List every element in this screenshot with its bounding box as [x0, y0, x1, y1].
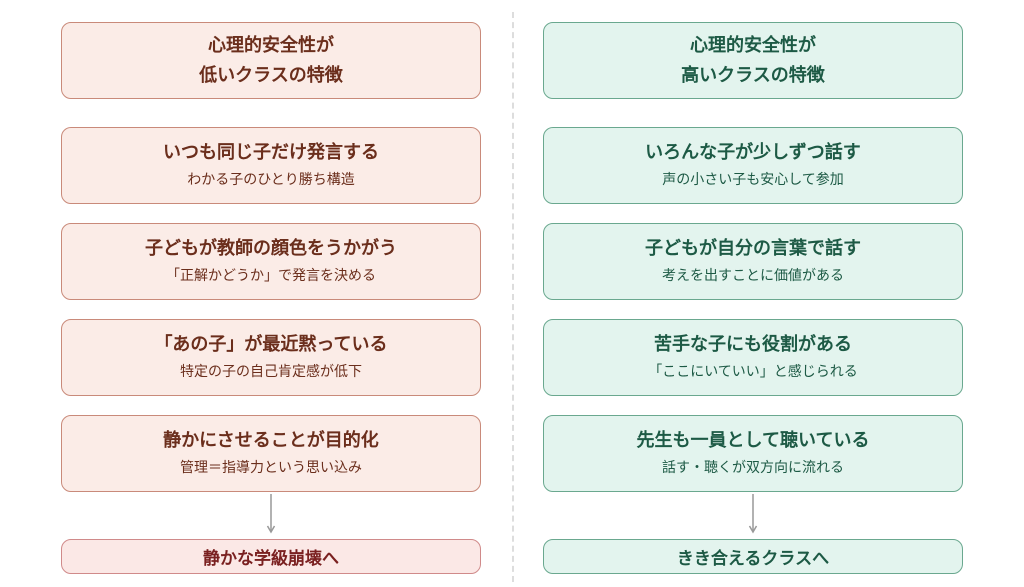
item-title: いろんな子が少しずつ話す: [645, 141, 861, 163]
left-header-line1: 心理的安全性が: [208, 34, 334, 56]
item-subtitle: 話す・聴くが双方向に流れる: [662, 459, 844, 476]
right-header: 心理的安全性が 高いクラスの特徴: [543, 22, 963, 99]
right-item: 子どもが自分の言葉で話す考えを出すことに価値がある: [543, 223, 963, 300]
right-item: いろんな子が少しずつ話す声の小さい子も安心して参加: [543, 127, 963, 204]
item-subtitle: 管理＝指導力という思い込み: [180, 459, 362, 476]
left-header-line2: 低いクラスの特徴: [199, 64, 343, 86]
item-subtitle: 「ここにいていい」と感じられる: [648, 363, 858, 380]
left-item: いつも同じ子だけ発言するわかる子のひとり勝ち構造: [61, 127, 481, 204]
right-item: 苦手な子にも役割がある「ここにいていい」と感じられる: [543, 319, 963, 396]
item-title: 「あの子」が最近黙っている: [154, 333, 388, 355]
column-divider: [512, 12, 514, 582]
item-subtitle: 特定の子の自己肯定感が低下: [180, 363, 362, 380]
item-title: いつも同じ子だけ発言する: [163, 141, 379, 163]
right-header-line2: 高いクラスの特徴: [681, 64, 825, 86]
item-title: 子どもが自分の言葉で話す: [645, 237, 861, 259]
right-item: 先生も一員として聴いている話す・聴くが双方向に流れる: [543, 415, 963, 492]
right-result: きき合えるクラスへ: [543, 539, 963, 574]
left-result: 静かな学級崩壊へ: [61, 539, 481, 574]
right-header-line1: 心理的安全性が: [690, 34, 816, 56]
item-subtitle: わかる子のひとり勝ち構造: [187, 171, 355, 188]
down-arrow-icon: [266, 494, 276, 534]
item-subtitle: 「正解かどうか」で発言を決める: [166, 267, 376, 284]
left-header: 心理的安全性が 低いクラスの特徴: [61, 22, 481, 99]
item-title: 静かにさせることが目的化: [163, 429, 379, 451]
item-title: 子どもが教師の顔色をうかがう: [145, 237, 397, 259]
item-subtitle: 考えを出すことに価値がある: [662, 267, 844, 284]
left-item: 子どもが教師の顔色をうかがう「正解かどうか」で発言を決める: [61, 223, 481, 300]
left-item: 静かにさせることが目的化管理＝指導力という思い込み: [61, 415, 481, 492]
item-subtitle: 声の小さい子も安心して参加: [662, 171, 844, 188]
left-item: 「あの子」が最近黙っている特定の子の自己肯定感が低下: [61, 319, 481, 396]
item-title: 苦手な子にも役割がある: [654, 333, 852, 355]
item-title: 先生も一員として聴いている: [636, 429, 870, 451]
down-arrow-icon: [748, 494, 758, 534]
